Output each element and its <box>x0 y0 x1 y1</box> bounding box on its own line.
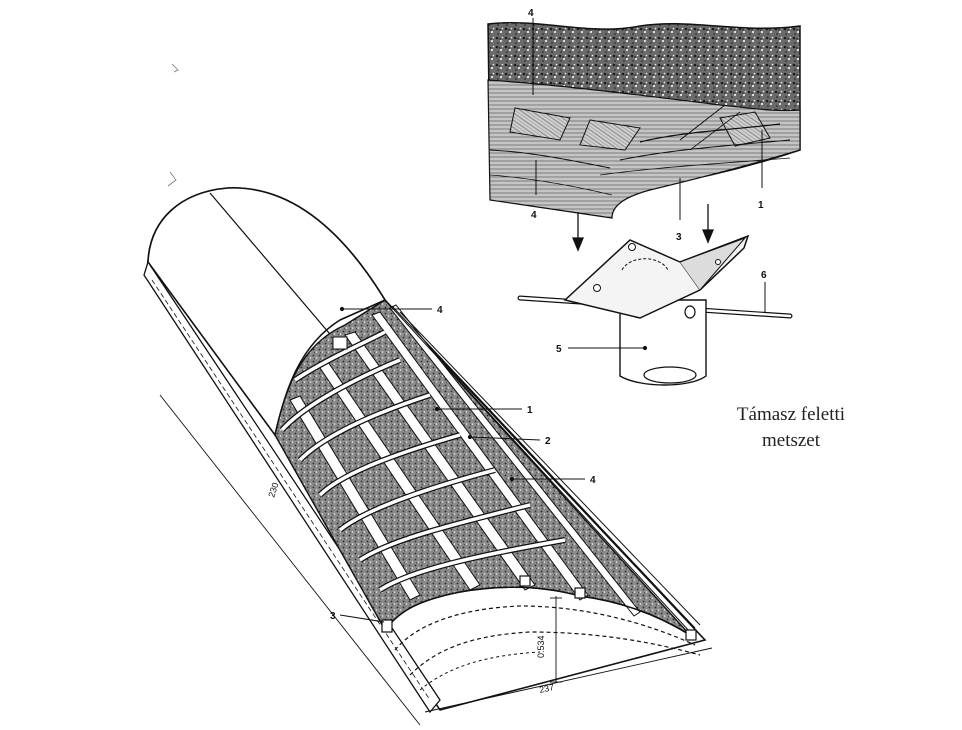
dimension-lines <box>159 394 713 726</box>
caption-line-1: Támasz feletti <box>736 404 846 425</box>
support-pipe <box>619 299 707 386</box>
caption-line-2: metszet <box>761 430 821 451</box>
main-label-3: 3 <box>330 611 336 622</box>
bracket-label-6: 6 <box>761 270 767 281</box>
dim-height: 0.534 <box>536 635 546 658</box>
support-bracket-detail <box>517 234 793 386</box>
detail-leaders <box>532 18 763 220</box>
main-label-2: 2 <box>545 436 551 447</box>
soil-section-detail <box>487 21 801 219</box>
detail-label-4-lower: 4 <box>531 210 537 221</box>
down-arrows <box>572 204 714 252</box>
end-arch-top <box>384 586 691 636</box>
end-arch-dashed-2 <box>409 631 701 676</box>
top-block <box>332 336 348 350</box>
main-label-1: 1 <box>527 405 533 416</box>
main-leaders <box>339 306 585 623</box>
detail-label-3: 3 <box>676 232 682 243</box>
cover-sheet <box>147 187 387 437</box>
detail-label-1: 1 <box>758 200 764 211</box>
bracket-leaders <box>568 282 766 351</box>
right-edge-laths <box>384 299 701 633</box>
main-label-4-mid: 4 <box>590 475 596 486</box>
dim-length: 230 <box>266 481 280 498</box>
detail-label-4-top: 4 <box>528 8 534 19</box>
wood-layer-bands <box>487 79 801 219</box>
timber-block-mid <box>579 119 641 151</box>
timber-block-left <box>509 107 571 141</box>
cover-seam <box>209 192 336 341</box>
longitudinal-ribs <box>289 304 641 617</box>
timber-block-right <box>719 111 771 147</box>
main-label-4-top: 4 <box>437 305 443 316</box>
section-caption: Támasz feletti metszet <box>706 402 876 454</box>
foot-blocks <box>381 575 697 641</box>
culvert-vault <box>143 187 707 714</box>
scan-marks <box>167 63 179 187</box>
end-arch-dashed-1 <box>394 605 696 651</box>
dim-width: 237 <box>538 682 555 695</box>
bracket-label-5: 5 <box>556 344 562 355</box>
